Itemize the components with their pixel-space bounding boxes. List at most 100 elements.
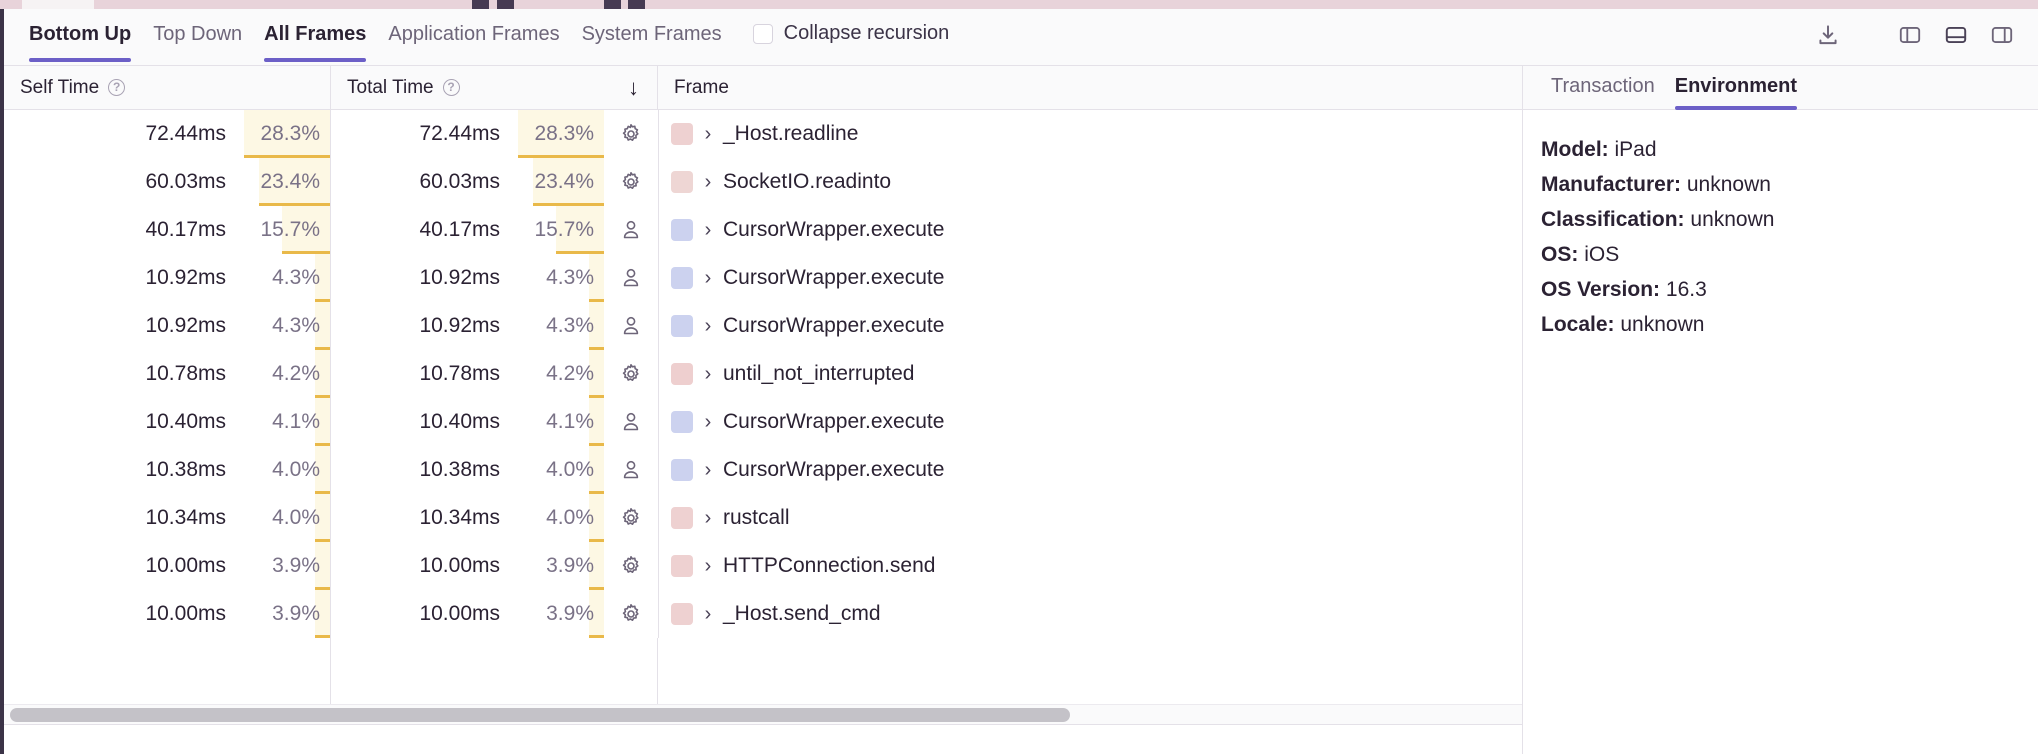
percent-bar — [533, 203, 604, 206]
scrollbar-thumb[interactable] — [10, 707, 1070, 722]
detail-row: Locale: unknown — [1541, 307, 2038, 342]
total-time-value: 10.92ms — [419, 314, 500, 337]
expand-chevron-icon[interactable]: › — [704, 410, 712, 433]
total-time-value: 10.92ms — [419, 266, 500, 289]
detail-value: iPad — [1614, 138, 1657, 161]
person-icon[interactable] — [604, 398, 658, 446]
download-icon[interactable] — [1810, 19, 1846, 51]
tab-bottom-up[interactable]: Bottom Up — [18, 21, 142, 62]
column-header-total-time[interactable]: Total Time ? ↓ — [331, 65, 658, 110]
strip-block-3 — [604, 0, 621, 9]
self-percent-cell: 4.2% — [244, 350, 330, 398]
total-percent-value: 4.3% — [546, 266, 594, 289]
gear-icon[interactable] — [604, 542, 658, 590]
self-time-value: 10.34ms — [145, 506, 226, 529]
frame-color-swatch — [671, 315, 693, 337]
gear-icon[interactable] — [604, 350, 658, 398]
horizontal-scrollbar[interactable] — [4, 704, 1522, 724]
expand-chevron-icon[interactable]: › — [704, 122, 712, 145]
person-icon[interactable] — [604, 206, 658, 254]
left-panel-icon[interactable] — [1892, 19, 1928, 51]
help-icon[interactable]: ? — [108, 79, 126, 96]
frame-color-swatch — [671, 123, 693, 145]
total-time-value: 10.38ms — [419, 458, 500, 481]
percent-bar-background — [589, 446, 604, 494]
detail-key: Classification: — [1541, 208, 1685, 231]
detail-value: unknown — [1690, 208, 1775, 231]
details-tab-environment[interactable]: Environment — [1665, 66, 1807, 110]
self-percent-cell: 4.0% — [244, 494, 330, 542]
gear-icon[interactable] — [604, 158, 658, 206]
total-percent-cell: 23.4% — [518, 158, 604, 206]
detail-row: Model: iPad — [1541, 132, 2038, 167]
self-percent-value: 4.3% — [272, 314, 320, 337]
total-percent-cell: 3.9% — [518, 542, 604, 590]
empty-self-col — [4, 638, 331, 711]
person-icon[interactable] — [604, 302, 658, 350]
total-percent-value: 4.0% — [546, 458, 594, 481]
sort-descending-icon[interactable]: ↓ — [628, 74, 639, 100]
frame-color-swatch — [671, 459, 693, 481]
expand-chevron-icon[interactable]: › — [704, 602, 712, 625]
expand-chevron-icon[interactable]: › — [704, 506, 712, 529]
right-panel-icon[interactable] — [1984, 19, 2020, 51]
tab-application-frames[interactable]: Application Frames — [377, 21, 570, 62]
self-percent-cell: 4.3% — [244, 254, 330, 302]
tab-all-frames[interactable]: All Frames — [253, 21, 377, 62]
gear-icon[interactable] — [604, 494, 658, 542]
details-tab-transaction[interactable]: Transaction — [1541, 66, 1665, 110]
total-percent-value: 15.7% — [534, 218, 594, 241]
expand-chevron-icon[interactable]: › — [704, 362, 712, 385]
details-tab-label: Environment — [1674, 75, 1797, 97]
expand-chevron-icon[interactable]: › — [704, 218, 712, 241]
gear-icon[interactable] — [604, 590, 658, 638]
frame-name: rustcall — [723, 506, 790, 529]
help-icon[interactable]: ? — [442, 79, 460, 96]
total-percent-cell: 4.3% — [518, 254, 604, 302]
column-header-frame[interactable]: Frame — [658, 66, 1522, 110]
table-row[interactable]: 10.38ms 4.0%10.38ms 4.0% › CursorWrapper.exe… — [4, 446, 1522, 494]
total-time-value: 10.00ms — [419, 554, 500, 577]
bottom-panel-icon[interactable] — [1938, 19, 1974, 51]
collapse-recursion-toggle[interactable]: Collapse recursion — [733, 9, 949, 45]
collapse-recursion-checkbox[interactable] — [752, 23, 773, 44]
gear-icon[interactable] — [604, 110, 658, 158]
frame-cell: › rustcall — [659, 494, 1522, 542]
person-icon[interactable] — [604, 254, 658, 302]
self-percent-value: 4.1% — [272, 410, 320, 433]
total-percent-cell: 4.0% — [518, 494, 604, 542]
expand-chevron-icon[interactable]: › — [704, 170, 712, 193]
person-icon[interactable] — [604, 446, 658, 494]
expand-chevron-icon[interactable]: › — [704, 266, 712, 289]
tab-system-frames[interactable]: System Frames — [571, 21, 733, 62]
tab-top-down[interactable]: Top Down — [142, 21, 253, 62]
self-percent-value: 3.9% — [272, 554, 320, 577]
column-header-self-time[interactable]: Self Time ? — [4, 65, 331, 110]
frame-name: CursorWrapper.execute — [723, 458, 945, 481]
expand-chevron-icon[interactable]: › — [704, 458, 712, 481]
percent-bar-background — [315, 590, 330, 638]
expand-chevron-icon[interactable]: › — [704, 554, 712, 577]
self-percent-cell: 3.9% — [244, 542, 330, 590]
expand-chevron-icon[interactable]: › — [704, 314, 712, 337]
self-time-label: Self Time — [20, 76, 100, 98]
frame-color-swatch — [671, 411, 693, 433]
panel-divider[interactable] — [1522, 66, 1523, 754]
total-time-group: 10.38ms 4.0% — [331, 446, 659, 494]
